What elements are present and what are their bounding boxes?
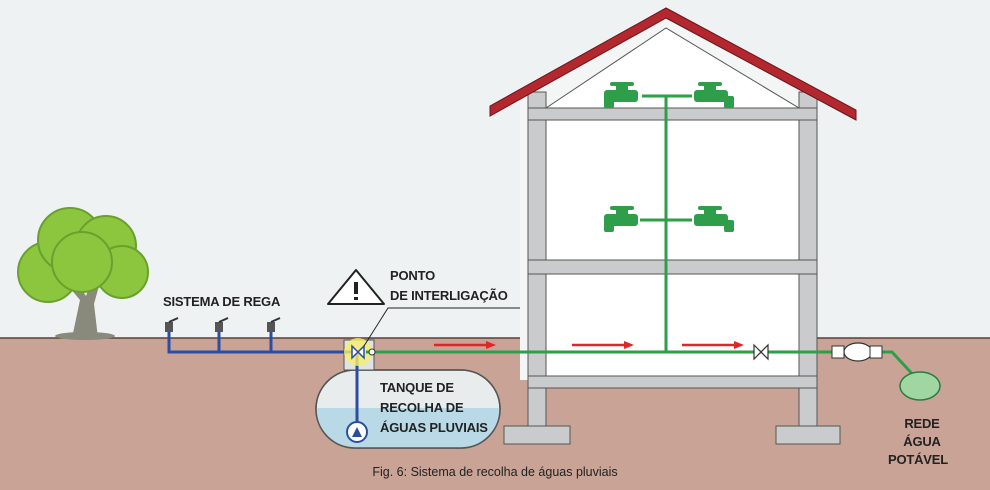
- tank-label-line2: RECOLHA DE: [380, 400, 464, 415]
- junction-label-line2: DE INTERLIGAÇÃO: [390, 288, 508, 303]
- valve-icon: [753, 343, 769, 361]
- potable-network: [899, 371, 941, 401]
- tree-icon: [17, 207, 149, 340]
- tank-label-line1: TANQUE DE: [380, 380, 454, 395]
- junction-label-line1: PONTO: [390, 268, 435, 283]
- network-label-line2: ÁGUA: [903, 434, 941, 449]
- network-label-line3: POTÁVEL: [888, 452, 948, 467]
- network-label-line1: REDE: [904, 416, 940, 431]
- tank-label-line3: ÁGUAS PLUVIAIS: [380, 420, 488, 435]
- flow-arrows: [434, 341, 744, 349]
- junction-leader-line: [363, 307, 520, 347]
- sprinkler-icon: [165, 317, 281, 332]
- faucet-icon: [604, 82, 734, 232]
- irrigation-label: SISTEMA DE REGA: [163, 294, 281, 309]
- house: [503, 16, 841, 445]
- irrigation-pipe: [167, 330, 359, 430]
- roof: [489, 7, 857, 121]
- figure-caption: Fig. 6: Sistema de recolha de águas pluv…: [372, 465, 617, 479]
- warning-icon: [327, 269, 385, 305]
- pump-icon: [346, 421, 368, 443]
- water-meter-icon: [831, 342, 883, 362]
